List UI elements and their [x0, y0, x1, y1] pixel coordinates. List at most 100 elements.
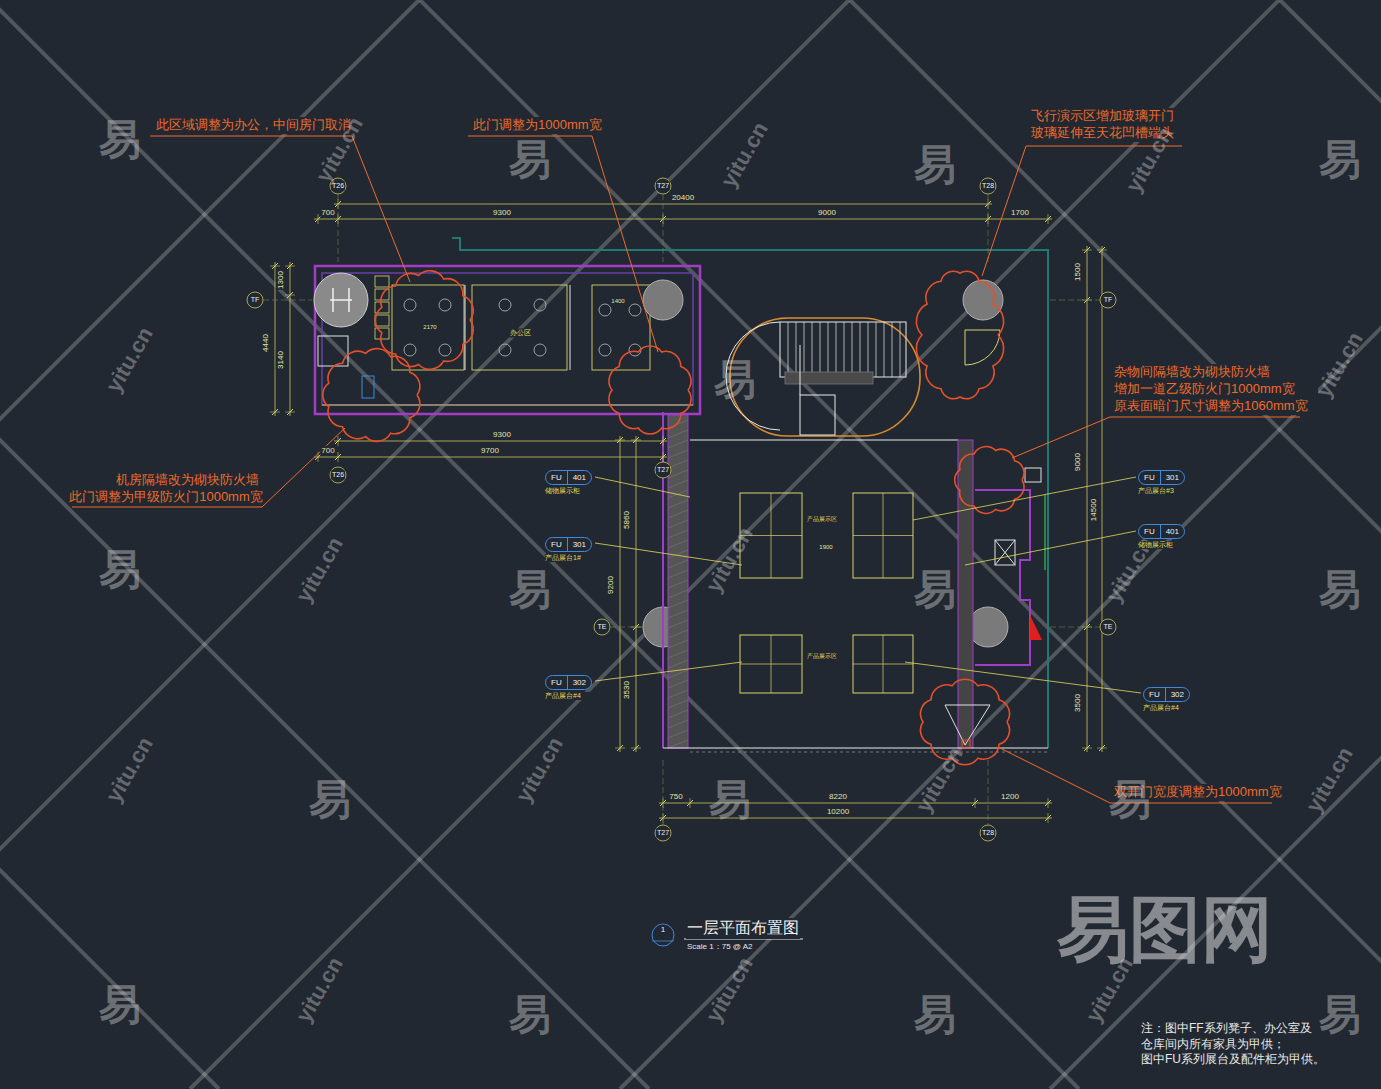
title-number: 1 — [660, 925, 666, 935]
display-table — [740, 635, 802, 693]
tag-number: 301 — [1160, 471, 1179, 484]
door-swing — [965, 330, 1000, 365]
hall-line — [690, 440, 958, 441]
dimension-line — [636, 436, 637, 752]
watermark: 易 — [914, 988, 956, 1043]
leader-line — [965, 531, 1136, 565]
wall — [668, 415, 688, 748]
axis-bubble — [655, 178, 671, 194]
dimension-line — [290, 262, 291, 416]
dimension: 750 — [668, 792, 683, 802]
dimension: 1700 — [1010, 208, 1030, 218]
dimension: 20400 — [671, 193, 695, 203]
annotation-underline — [468, 136, 592, 137]
hall-line — [690, 752, 1048, 753]
leader-line — [905, 662, 1141, 693]
axis-bubble — [247, 292, 263, 308]
tag-code: FU — [551, 471, 562, 484]
wall-hatch — [668, 610, 688, 618]
revision-cloud — [916, 271, 1003, 398]
annotation: 双开门宽度调整为1000mm宽 — [1113, 784, 1283, 801]
axis-label: T27 — [656, 828, 670, 837]
chair — [534, 344, 546, 356]
column-symbol — [332, 288, 334, 312]
leader-line — [592, 136, 658, 352]
watermark: yitu.cn — [910, 742, 970, 818]
wall-hatch — [668, 460, 688, 468]
partition — [322, 405, 693, 406]
extension-line — [690, 798, 691, 808]
dimension: 8220 — [828, 792, 848, 802]
tag-code: FU — [1144, 471, 1155, 484]
wall — [958, 440, 973, 748]
extension-line — [1082, 250, 1092, 251]
watermark: yitu.cn — [510, 732, 570, 808]
tag-box: FU401 — [1138, 524, 1185, 539]
watermark-line — [0, 0, 219, 1089]
axis-bubble — [594, 619, 610, 635]
extension-line — [270, 266, 280, 267]
stair-curve — [726, 322, 780, 430]
wall-hatch — [668, 490, 688, 498]
axis-line — [663, 194, 664, 262]
furniture-tag: FU302产品展台#4 — [1143, 687, 1190, 712]
chair — [629, 304, 641, 316]
watermark: yitu.cn — [290, 532, 350, 608]
watermark-line — [1280, 0, 1381, 1089]
door-mark — [962, 740, 970, 748]
stair-step — [892, 322, 893, 377]
dimension-line — [1102, 246, 1103, 752]
watermark: yitu.cn — [700, 952, 760, 1028]
shelf — [375, 315, 389, 326]
dimension: 9700 — [480, 446, 500, 456]
title-symbol — [652, 924, 674, 946]
wall-hatch — [668, 740, 688, 748]
wall-hatch — [668, 530, 688, 538]
axis-bubble — [655, 825, 671, 841]
leader-line — [1000, 748, 1110, 803]
tag-number: 401 — [1160, 525, 1179, 538]
watermark: yitu.cn — [1080, 952, 1140, 1028]
tag-box: FU 301 — [1138, 470, 1185, 485]
column — [968, 607, 1008, 647]
axis-label: T26 — [331, 470, 345, 479]
extension-line — [285, 295, 295, 296]
extension-line — [1082, 748, 1092, 749]
display-table — [853, 535, 913, 536]
annotation: 飞行演示区增加玻璃开门 玻璃延伸至天花凹槽端头 — [1030, 108, 1185, 142]
extension-line — [285, 266, 295, 267]
wall-hatch — [668, 710, 688, 718]
watermark: 易 — [714, 353, 756, 408]
chair — [439, 299, 451, 311]
revision-cloud — [609, 346, 691, 434]
tag-code: FU — [551, 676, 562, 689]
axis-label: T26 — [331, 181, 345, 190]
shelf — [375, 276, 389, 287]
drawing-title: 一层平面布置图 — [686, 918, 800, 939]
watermark-line — [1050, 0, 1381, 1089]
stair-step — [828, 322, 829, 377]
wall-hatch — [668, 580, 688, 588]
annotation-underline — [72, 507, 262, 508]
watermark: yitu.cn — [1120, 122, 1180, 198]
revision-cloud — [955, 447, 1024, 514]
stair — [780, 322, 906, 377]
axis-line — [610, 627, 650, 628]
revision-cloud — [323, 349, 420, 442]
wall-hatch — [668, 510, 688, 518]
axis-bubble — [1100, 292, 1116, 308]
watermark: 易 — [509, 563, 551, 618]
watermark-line — [0, 0, 1079, 1089]
dimension-line — [620, 436, 621, 752]
tag-caption: 产品展台#4 — [545, 692, 592, 700]
axis-line — [988, 760, 989, 825]
display-table — [740, 493, 802, 578]
annotation: 此区域调整为办公，中间房门取消 — [155, 117, 352, 134]
glass-line — [1044, 495, 1046, 570]
area-label: 产品展示区 — [806, 516, 838, 524]
watermark: yitu.cn — [1310, 327, 1370, 403]
axis-line — [663, 760, 664, 825]
area-label: 产品展示区 — [806, 653, 838, 661]
watermark-line — [190, 0, 1279, 1089]
stair-step — [860, 322, 861, 377]
